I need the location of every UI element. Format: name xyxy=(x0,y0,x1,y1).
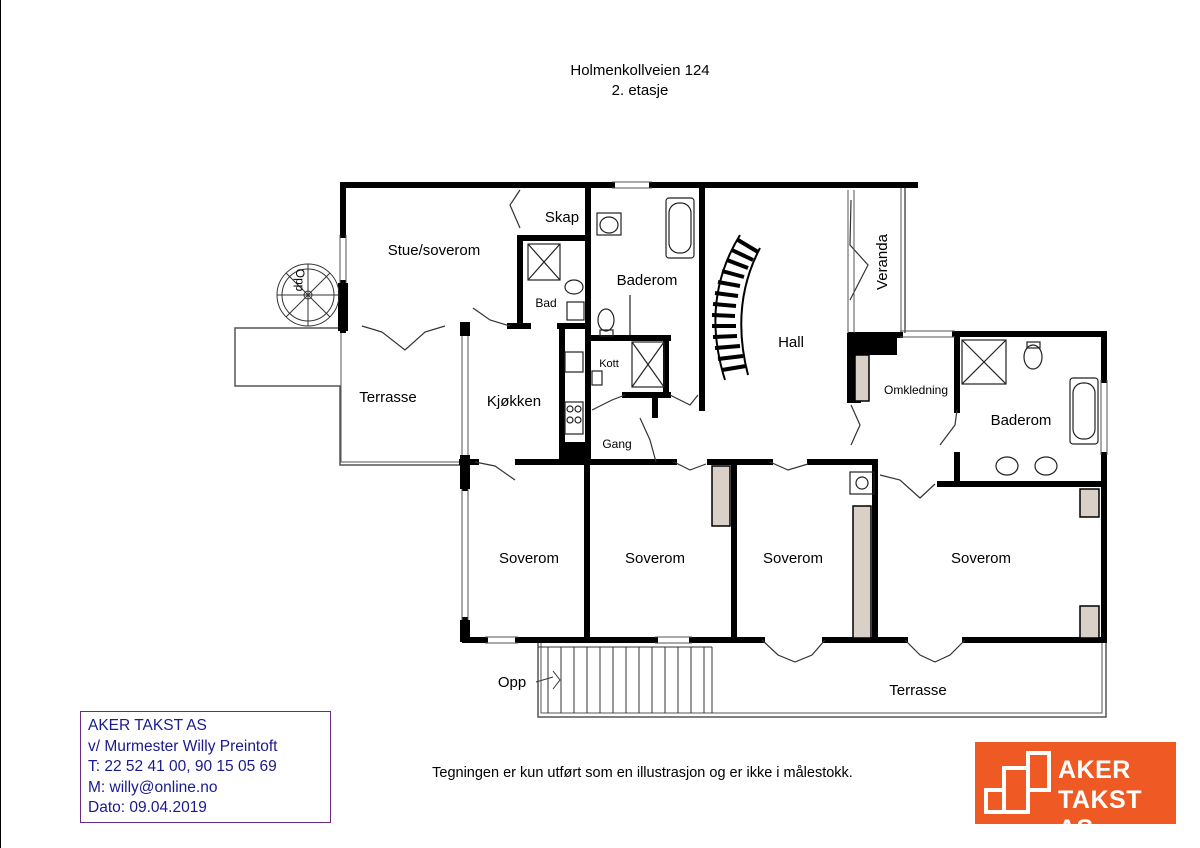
label-soverom-3: Soverom xyxy=(763,550,823,567)
label-veranda: Veranda xyxy=(874,233,891,290)
logo-line-1: AKER xyxy=(1058,756,1131,784)
label-kjokken: Kjøkken xyxy=(487,393,541,410)
spiral-staircase xyxy=(276,263,340,327)
contact-phone: T: 22 52 41 00, 90 15 05 69 xyxy=(88,758,277,775)
contact-name: v/ Murmester Willy Preintoft xyxy=(88,737,278,755)
terrace-outlines xyxy=(234,188,1107,718)
label-soverom-4: Soverom xyxy=(951,550,1011,567)
label-baderom-2: Baderom xyxy=(991,412,1052,429)
aker-takst-logo: AKER TAKST AS xyxy=(975,742,1176,843)
entrance-stairs xyxy=(535,646,713,713)
walls xyxy=(340,182,1107,643)
label-soverom-1: Soverom xyxy=(499,550,559,567)
label-baderom-1: Baderom xyxy=(617,272,678,289)
contact-email: M: willy@online.no xyxy=(88,778,218,796)
logo-line-2: TAKST AS xyxy=(1058,786,1142,843)
floor-title: 2. etasje xyxy=(611,82,669,99)
fixtures xyxy=(527,197,1099,495)
wall-blocks xyxy=(338,283,897,642)
disclaimer-text: Tegningen er kun utført som en illustras… xyxy=(432,765,853,781)
label-opp-spiral: Opp xyxy=(293,269,307,292)
label-opp-stairs: Opp xyxy=(498,674,526,691)
label-gang: Gang xyxy=(602,437,631,451)
label-skap: Skap xyxy=(545,209,579,226)
label-bad: Bad xyxy=(535,296,556,310)
page-frame-line xyxy=(0,0,1,848)
label-stue-soverom: Stue/soverom xyxy=(388,242,481,259)
contact-company: AKER TAKST AS xyxy=(88,717,207,734)
contact-date: Dato: 09.04.2019 xyxy=(88,799,207,816)
label-hall: Hall xyxy=(778,334,804,351)
windows xyxy=(339,181,1108,644)
label-omkledning: Omkledning xyxy=(884,383,948,397)
label-terrasse-west: Terrasse xyxy=(359,389,417,406)
label-soverom-2: Soverom xyxy=(625,550,685,567)
label-kott: Kott xyxy=(599,358,619,370)
hall-staircase xyxy=(711,234,761,381)
contact-box: AKER TAKST AS v/ Murmester Willy Preinto… xyxy=(80,711,331,823)
doors xyxy=(361,189,966,663)
logo-mark-icon xyxy=(984,751,1051,814)
label-terrasse-south: Terrasse xyxy=(889,682,947,699)
closets xyxy=(711,354,1100,639)
address-title: Holmenkollveien 124 xyxy=(570,62,710,79)
